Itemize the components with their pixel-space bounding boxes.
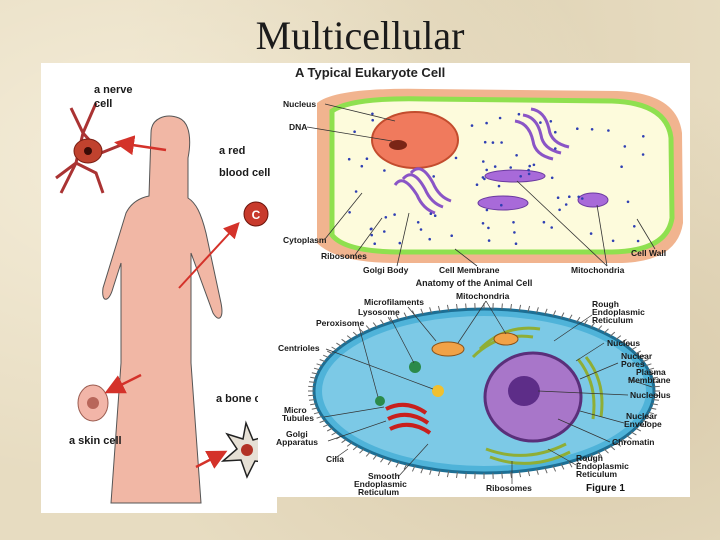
eukaryote-title: A Typical Eukaryote Cell [295,65,445,80]
nucleolus-label: Nucleolus [630,390,671,400]
nerve-cell-icon [55,102,127,194]
figure-label: Figure 1 [586,483,625,494]
animal-mitochondria-label: Mitochondria [456,291,510,301]
rough-er-shape [471,326,604,465]
animal-golgi-label: Golgi Apparatus [276,429,318,447]
animal-ribosomes-label: Ribosomes [486,483,532,493]
human-body-silhouette [102,115,223,504]
lysosome-label: Lysosome [358,307,400,317]
plasma-membrane-label: Plasma Membrane [628,367,671,385]
smooth-er-label: Smooth Endoplasmic Reticulum [354,471,409,497]
lysosome-shape [409,361,421,373]
animal-golgi-shape [385,402,432,435]
mitochondria-label: Mitochondria [571,265,625,275]
cilia-fringe [308,303,660,479]
cilia-label: Cilia [326,454,344,464]
animal-mitochondria-shape [431,332,519,357]
animal-nucleus-shape [483,351,583,443]
cell-wall-label: Cell Wall [631,248,666,258]
animal-cell-panel: Anatomy of the Animal Cell [258,278,690,497]
nucleus-label: Nucleus [283,99,316,109]
cytoplasm-label: Cytoplasm [283,235,327,245]
golgi-shape [393,107,570,215]
skin-cell-icon [77,384,109,422]
ribosome-dots [347,112,645,245]
animal-cell-title: Anatomy of the Animal Cell [416,279,533,288]
centriole-shape [432,385,444,397]
cell-membrane-label: Cell Membrane [439,265,500,275]
peroxisome-label: Peroxisome [316,318,364,328]
eukaryote-cell-panel: A Typical Eukaryote Cell Nucleus DN [277,63,690,279]
red-blood-cell-icon: C [243,201,269,227]
nucleus-shape [371,111,459,169]
nerve-cell-label: a nerve cell [94,84,136,110]
microfilaments-label: Microfilaments [364,297,424,307]
dna-label: DNA [289,122,307,132]
body-cells-panel: a nerve cell C a red blood cell a skin c… [41,63,277,513]
peroxisome-shape [375,396,385,406]
nuclear-envelope-label: Nuclear Envelope [624,411,662,429]
skin-cell-label: a skin cell [69,435,122,447]
rough-er-label: Rough Endoplasmic Reticulum [592,299,647,325]
red-blood-cell-label: a red blood cell [219,145,270,179]
ribosomes-label: Ribosomes [321,251,367,261]
slide-title: Multicellular [255,13,465,58]
micro-tubules-label: Micro Tubules [282,405,314,423]
chromatin-label: Chromatin [612,437,655,447]
svg-text:C: C [252,208,261,222]
rough-er-lower-label: Rough Endoplasmic Reticulum [576,453,631,479]
centrioles-label: Centrioles [278,343,320,353]
nuclear-pores-label: Nuclear Pores [621,351,655,369]
golgi-label: Golgi Body [363,265,409,275]
animal-nucleus-label: Nucleus [607,338,640,348]
